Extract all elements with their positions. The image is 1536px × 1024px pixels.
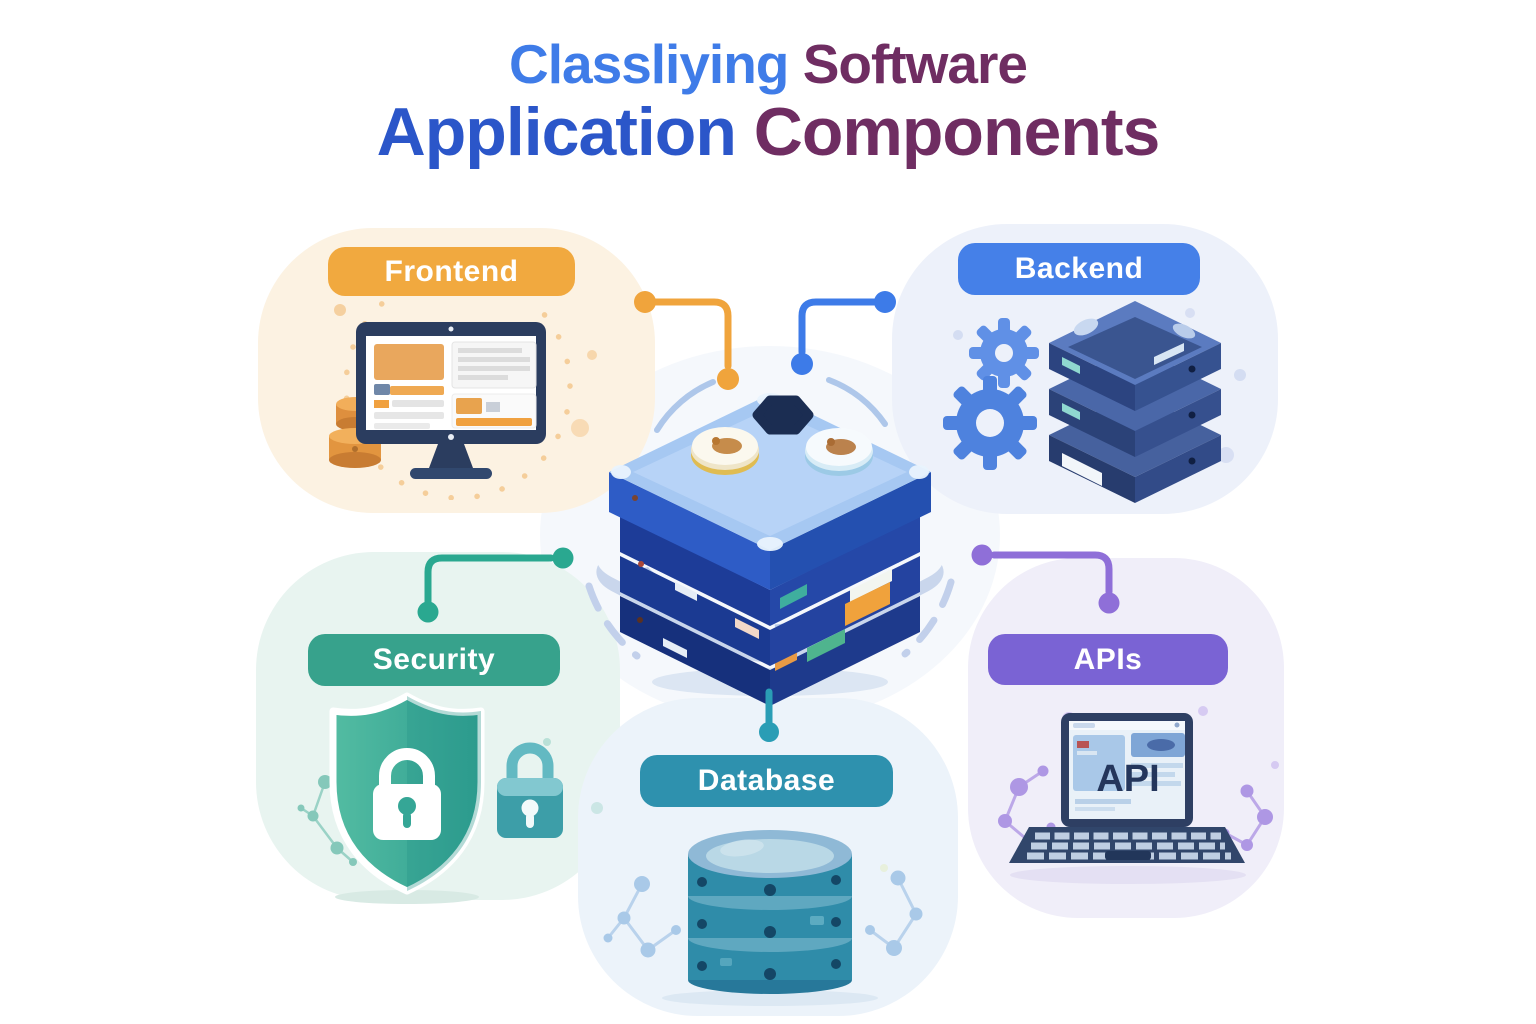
server-stack-icon	[1049, 301, 1221, 503]
gear-icon	[969, 318, 1039, 388]
paint-splat	[587, 350, 597, 360]
disc-badge-icon	[805, 428, 873, 476]
hexagon-icon	[752, 395, 814, 435]
dashed-arc-icon	[654, 379, 716, 433]
paint-splat	[334, 304, 346, 316]
stack-layers-icon	[609, 393, 931, 706]
backend-label: Backend	[1014, 252, 1144, 285]
frontend-label: Frontend	[384, 254, 519, 288]
page-title: Classliying Software Application Compone…	[0, 33, 1536, 170]
backend-illustration	[943, 301, 1246, 503]
shield-shadow	[335, 890, 479, 904]
paint-splat	[1198, 706, 1208, 716]
paint-splat	[1234, 369, 1246, 381]
padlock-icon	[497, 742, 563, 838]
api-screen-text: API	[1096, 758, 1159, 800]
apis-label: APIs	[1073, 642, 1143, 676]
disc-badge-icon	[691, 427, 759, 475]
paint-splat	[1185, 308, 1195, 318]
paint-splat	[1218, 447, 1234, 463]
paint-splat	[571, 419, 589, 437]
paint-splat	[543, 738, 551, 746]
dashed-arc-icon	[826, 377, 888, 427]
monitor-icon	[356, 322, 546, 479]
dashed-arc-icon	[901, 578, 955, 658]
dotted-ring-icon	[343, 300, 573, 500]
security-label: Security	[372, 643, 496, 676]
title-word-software: Software	[802, 33, 1028, 95]
database-illustration	[603, 830, 923, 1006]
paint-splat	[591, 802, 603, 814]
database-shadow	[662, 990, 878, 1006]
database-label: Database	[697, 764, 836, 797]
molecule-nodes-icon	[1220, 784, 1273, 851]
apis-label-pill: APIs	[988, 634, 1228, 685]
frontend-label-pill: Frontend	[328, 247, 575, 296]
database-label-pill: Database	[640, 755, 893, 807]
molecule-nodes-icon	[865, 864, 923, 956]
title-line-2: Application Components	[0, 93, 1536, 170]
apis-illustration: API	[998, 706, 1279, 884]
security-label-pill: Security	[308, 634, 560, 686]
database-icon	[688, 830, 852, 994]
dashed-arc-icon	[585, 582, 641, 660]
molecule-nodes-icon	[297, 775, 357, 866]
title-word-classifying: Classliying	[509, 33, 789, 95]
laptop-icon: API	[1009, 713, 1245, 863]
paint-splat	[1271, 761, 1279, 769]
application-stack-illustration	[585, 377, 955, 706]
security-illustration	[297, 692, 603, 904]
title-line-1: Classliying Software	[0, 33, 1536, 95]
title-word-components: Components	[753, 93, 1161, 170]
paint-splat	[953, 330, 963, 340]
laptop-shadow	[1010, 866, 1246, 884]
frontend-illustration	[329, 300, 597, 500]
gear-icon	[943, 376, 1037, 470]
title-word-application: Application	[376, 93, 737, 170]
molecule-nodes-icon	[603, 876, 681, 958]
padlock-icon	[373, 748, 441, 840]
backend-label-pill: Backend	[958, 243, 1200, 295]
